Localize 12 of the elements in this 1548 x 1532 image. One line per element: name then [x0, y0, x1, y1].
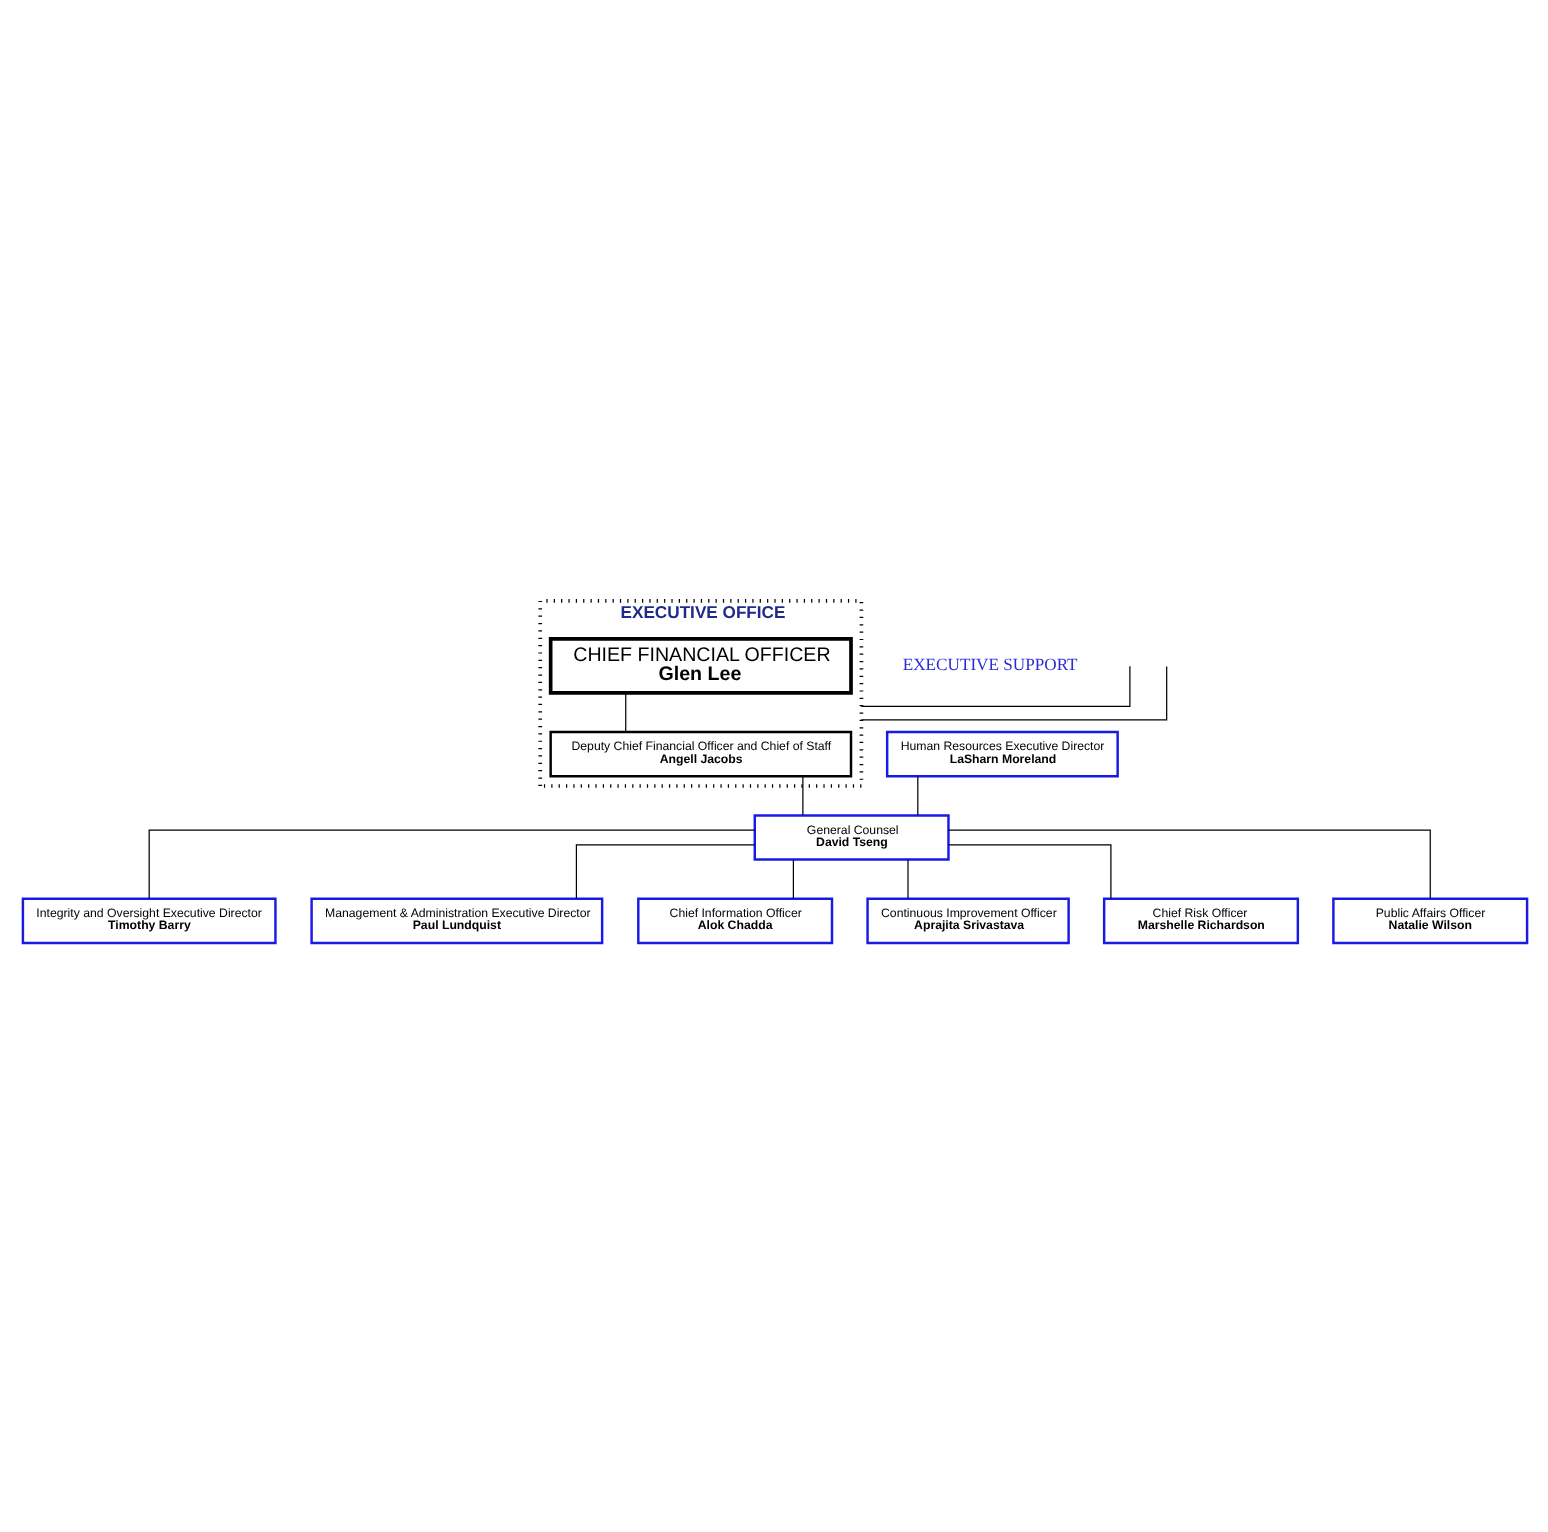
label: EXECUTIVE SUPPORT	[901, 653, 1077, 674]
node-box: CHIEF FINANCIAL OFFICER Glen Lee	[547, 636, 852, 694]
connector	[859, 664, 1130, 706]
connector	[574, 843, 755, 899]
connector	[916, 774, 918, 815]
connector	[946, 843, 1111, 899]
connector	[859, 664, 1167, 720]
connector	[946, 828, 1430, 899]
connector	[624, 691, 626, 732]
connector	[791, 858, 793, 899]
connector	[801, 774, 803, 815]
connector	[147, 828, 755, 899]
